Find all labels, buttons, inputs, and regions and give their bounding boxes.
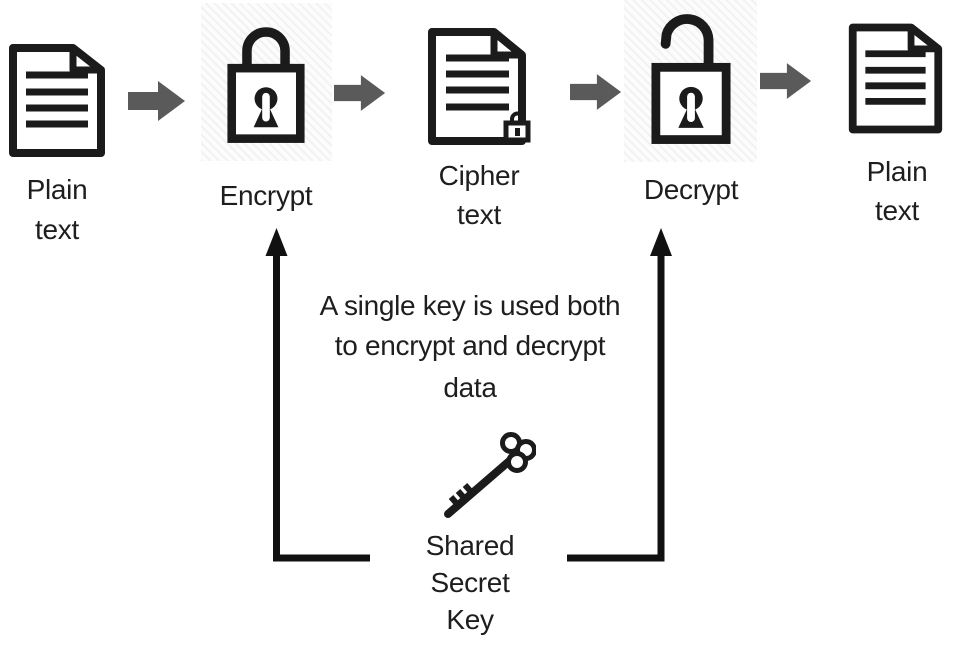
node-label-plaintext-result: Plain text [845,152,949,230]
node-label-ciphertext: Cipher text [424,156,534,234]
key-caption: A single key is used both to encrypt and… [290,286,650,408]
document-icon [9,44,105,157]
right-key-arrowhead [650,228,672,256]
label-line: Key [446,604,494,635]
label-line: Encrypt [219,180,313,211]
label-line: Cipher [438,160,520,191]
label-line: Decrypt [643,174,739,205]
label-line: Shared [425,530,515,561]
document-lock-icon [428,28,531,145]
label-line: Plain [866,156,928,187]
node-label-decrypt: Decrypt [616,170,766,210]
label-line: Plain [26,174,88,205]
arrow-right-icon [128,81,185,121]
label-line: Secret [430,567,510,598]
label-line: text [35,214,79,245]
label-line: text [875,195,919,226]
arrow-right-icon [570,74,622,110]
caption-line: A single key is used both [319,290,621,321]
arrow-right-icon [760,63,812,99]
left-key-arrowhead [265,228,288,256]
document-icon [848,23,943,134]
arrow-right-icon [334,75,386,111]
key-icon [444,432,536,518]
node-label-encrypt: Encrypt [191,176,341,216]
caption-line: to encrypt and decrypt [334,330,606,361]
caption-line: data [443,372,497,403]
padlock-closed-icon [227,27,305,143]
padlock-open-icon [651,14,731,144]
shared-key-label: Shared Secret Key [410,527,530,638]
label-line: text [457,199,501,230]
node-label-plaintext-source: Plain text [7,170,107,250]
